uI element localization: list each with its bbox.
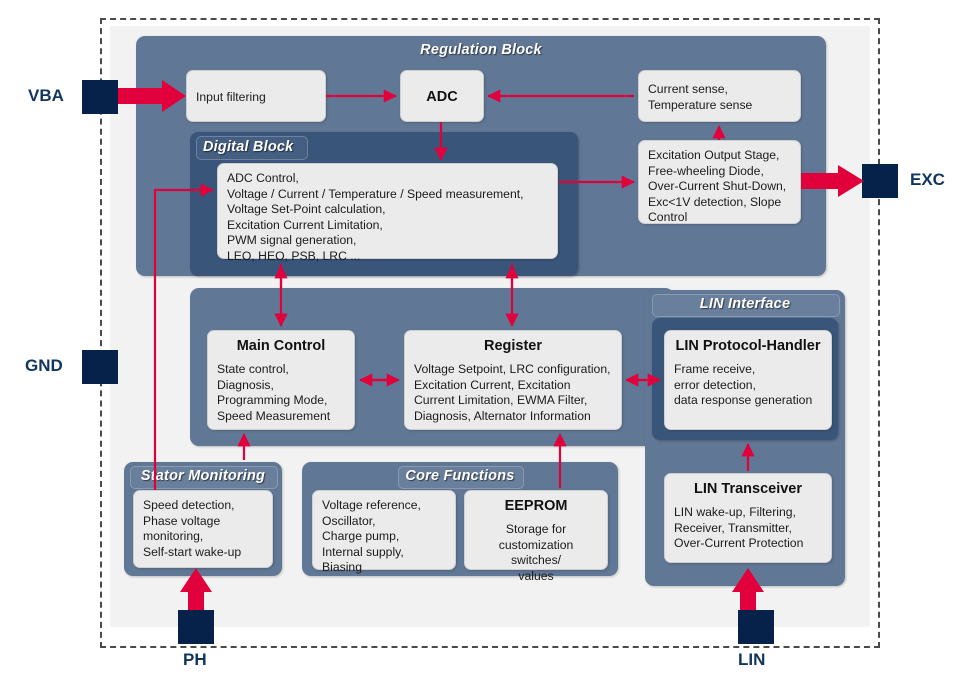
box-excitation-output-stage[interactable]: Excitation Output Stage, Free-wheeling D… [638, 140, 801, 224]
box-adc-header: ADC [426, 89, 458, 105]
box-core-functions-list[interactable]: Voltage reference, Oscillator, Charge pu… [312, 490, 456, 574]
pin-exc[interactable] [862, 164, 898, 198]
box-eeprom-header: EEPROM [504, 498, 568, 514]
box-excitation-output-stage-body: Excitation Output Stage, Free-wheeling D… [648, 148, 787, 225]
box-lin-protocol-handler-body: Frame receive, error detection, data res… [674, 362, 813, 408]
box-lin-protocol-handler[interactable]: LIN Protocol-Handler Frame receive, erro… [664, 330, 832, 430]
box-adc[interactable]: ADC [400, 70, 484, 122]
pin-vba-label: VBA [28, 86, 64, 105]
box-input-filtering-body: Input filtering [196, 90, 266, 104]
box-input-filtering[interactable]: Input filtering [186, 70, 326, 122]
box-main-control[interactable]: Main Control State control, Diagnosis, P… [207, 330, 355, 430]
pin-exc-label: EXC [910, 170, 945, 189]
pin-ph[interactable] [178, 610, 214, 644]
pin-lin[interactable] [738, 610, 774, 644]
box-current-temperature-sense[interactable]: Current sense, Temperature sense [638, 70, 801, 122]
box-main-control-body: State control, Diagnosis, Programming Mo… [217, 362, 331, 423]
panel-digital-block-title: Digital Block [203, 139, 294, 155]
box-main-control-header: Main Control [236, 338, 326, 354]
box-register-body: Voltage Setpoint, LRC configuration, Exc… [414, 362, 611, 423]
box-eeprom[interactable]: EEPROM Storage for customization switche… [464, 490, 608, 583]
box-register-header: Register [483, 338, 543, 354]
box-lin-transceiver[interactable]: LIN Transceiver LIN wake-up, Filtering, … [664, 473, 832, 563]
panel-lin-interface-title-plate [652, 294, 840, 317]
box-lin-protocol-handler-header: LIN Protocol-Handler [675, 338, 821, 354]
panel-lin-interface-title: LIN Interface [699, 296, 791, 312]
box-current-temperature-sense-body: Current sense, Temperature sense [648, 82, 753, 112]
box-core-functions-list-body: Voltage reference, Oscillator, Charge pu… [322, 498, 421, 575]
box-lin-transceiver-header: LIN Transceiver [694, 481, 802, 497]
pin-vba[interactable] [82, 80, 118, 114]
pin-gnd[interactable] [82, 350, 118, 384]
pin-gnd-label: GND [25, 356, 63, 375]
box-stator-monitoring-functions-body: Speed detection, Phase voltage monitorin… [143, 498, 242, 559]
chip-boundary-dashed [100, 18, 880, 648]
panel-regulation-block-title: Regulation Block [420, 42, 542, 58]
panel-core-functions-title: Core Functions [405, 468, 515, 484]
panel-stator-monitoring-title: Stator Monitoring [140, 468, 266, 484]
box-register[interactable]: Register Voltage Setpoint, LRC configura… [404, 330, 622, 430]
box-digital-block-functions-body: ADC Control, Voltage / Current / Tempera… [227, 171, 524, 264]
box-lin-transceiver-body: LIN wake-up, Filtering, Receiver, Transm… [674, 505, 804, 551]
pin-ph-label: PH [183, 650, 207, 669]
box-stator-monitoring-functions[interactable]: Speed detection, Phase voltage monitorin… [133, 490, 273, 568]
box-digital-block-functions[interactable]: ADC Control, Voltage / Current / Tempera… [217, 163, 558, 263]
pin-lin-label: LIN [738, 650, 766, 669]
panel-digital-block-title-plate [196, 136, 308, 160]
panel-core-functions-title-plate [398, 466, 524, 489]
box-eeprom-body: Storage for customization switches/ valu… [498, 522, 574, 583]
